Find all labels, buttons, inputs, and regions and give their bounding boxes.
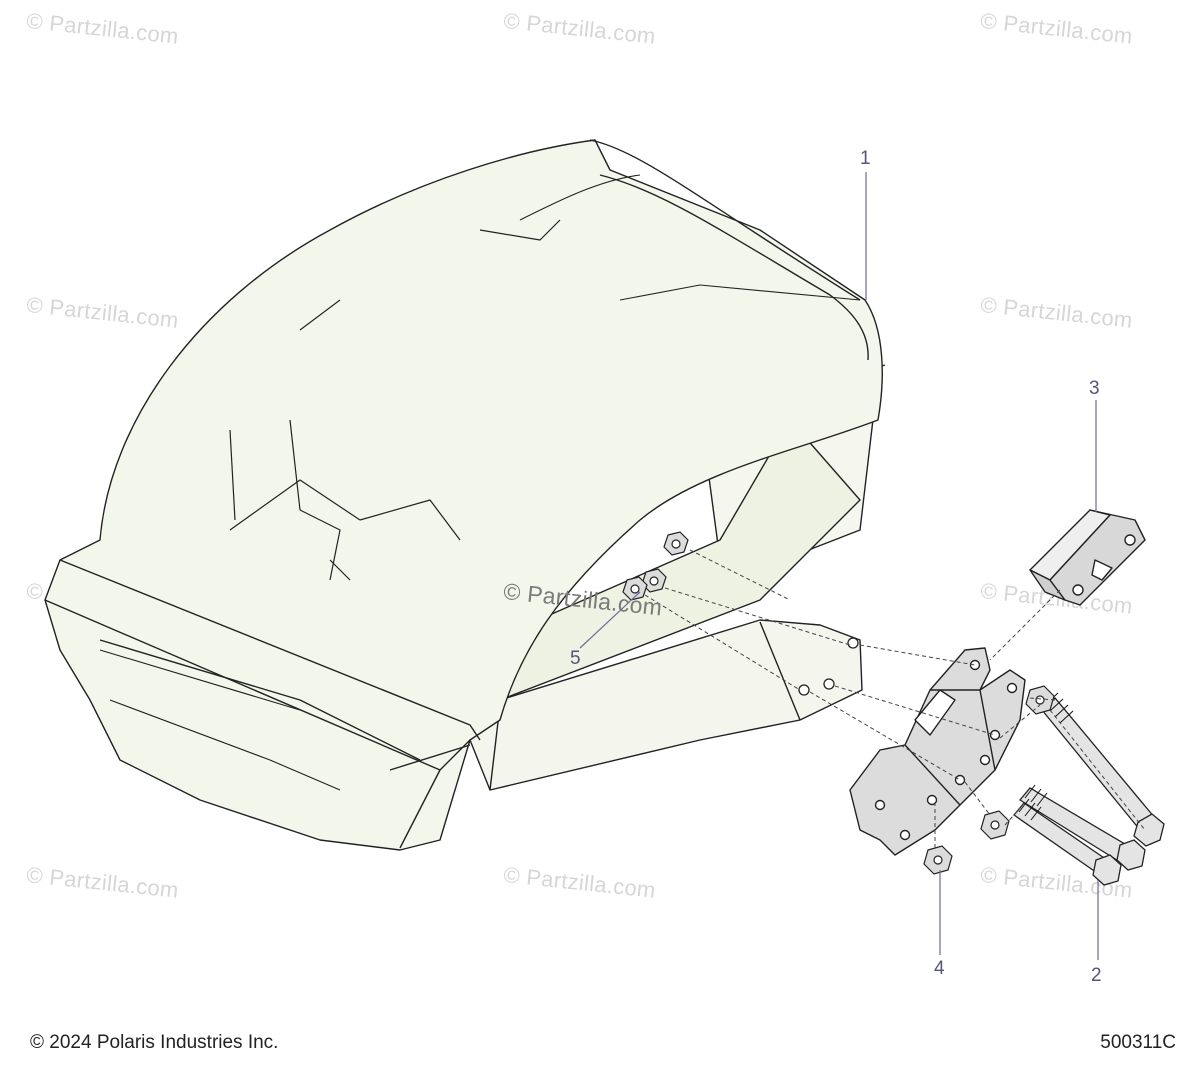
copyright-text: © 2024 Polaris Industries Inc. [30, 1032, 279, 1053]
callout-leaders [579, 172, 1099, 960]
callout-5[interactable]: 5 [570, 648, 581, 669]
callout-2[interactable]: 2 [1091, 965, 1102, 986]
assembly-lines [644, 549, 1146, 850]
callout-1[interactable]: 1 [860, 148, 871, 169]
mounting-bracket[interactable] [849, 647, 1026, 856]
nut-part-5[interactable] [622, 531, 689, 601]
bolt-part-2[interactable] [1013, 692, 1165, 886]
fender-part[interactable] [44, 139, 886, 851]
arm-holes [798, 637, 859, 696]
diagram-number: 500311C [1100, 1032, 1176, 1053]
callout-4[interactable]: 4 [934, 958, 945, 979]
nut-part-4[interactable] [923, 685, 1055, 875]
spacer-block-part[interactable] [1029, 509, 1146, 606]
callout-3[interactable]: 3 [1089, 378, 1100, 399]
